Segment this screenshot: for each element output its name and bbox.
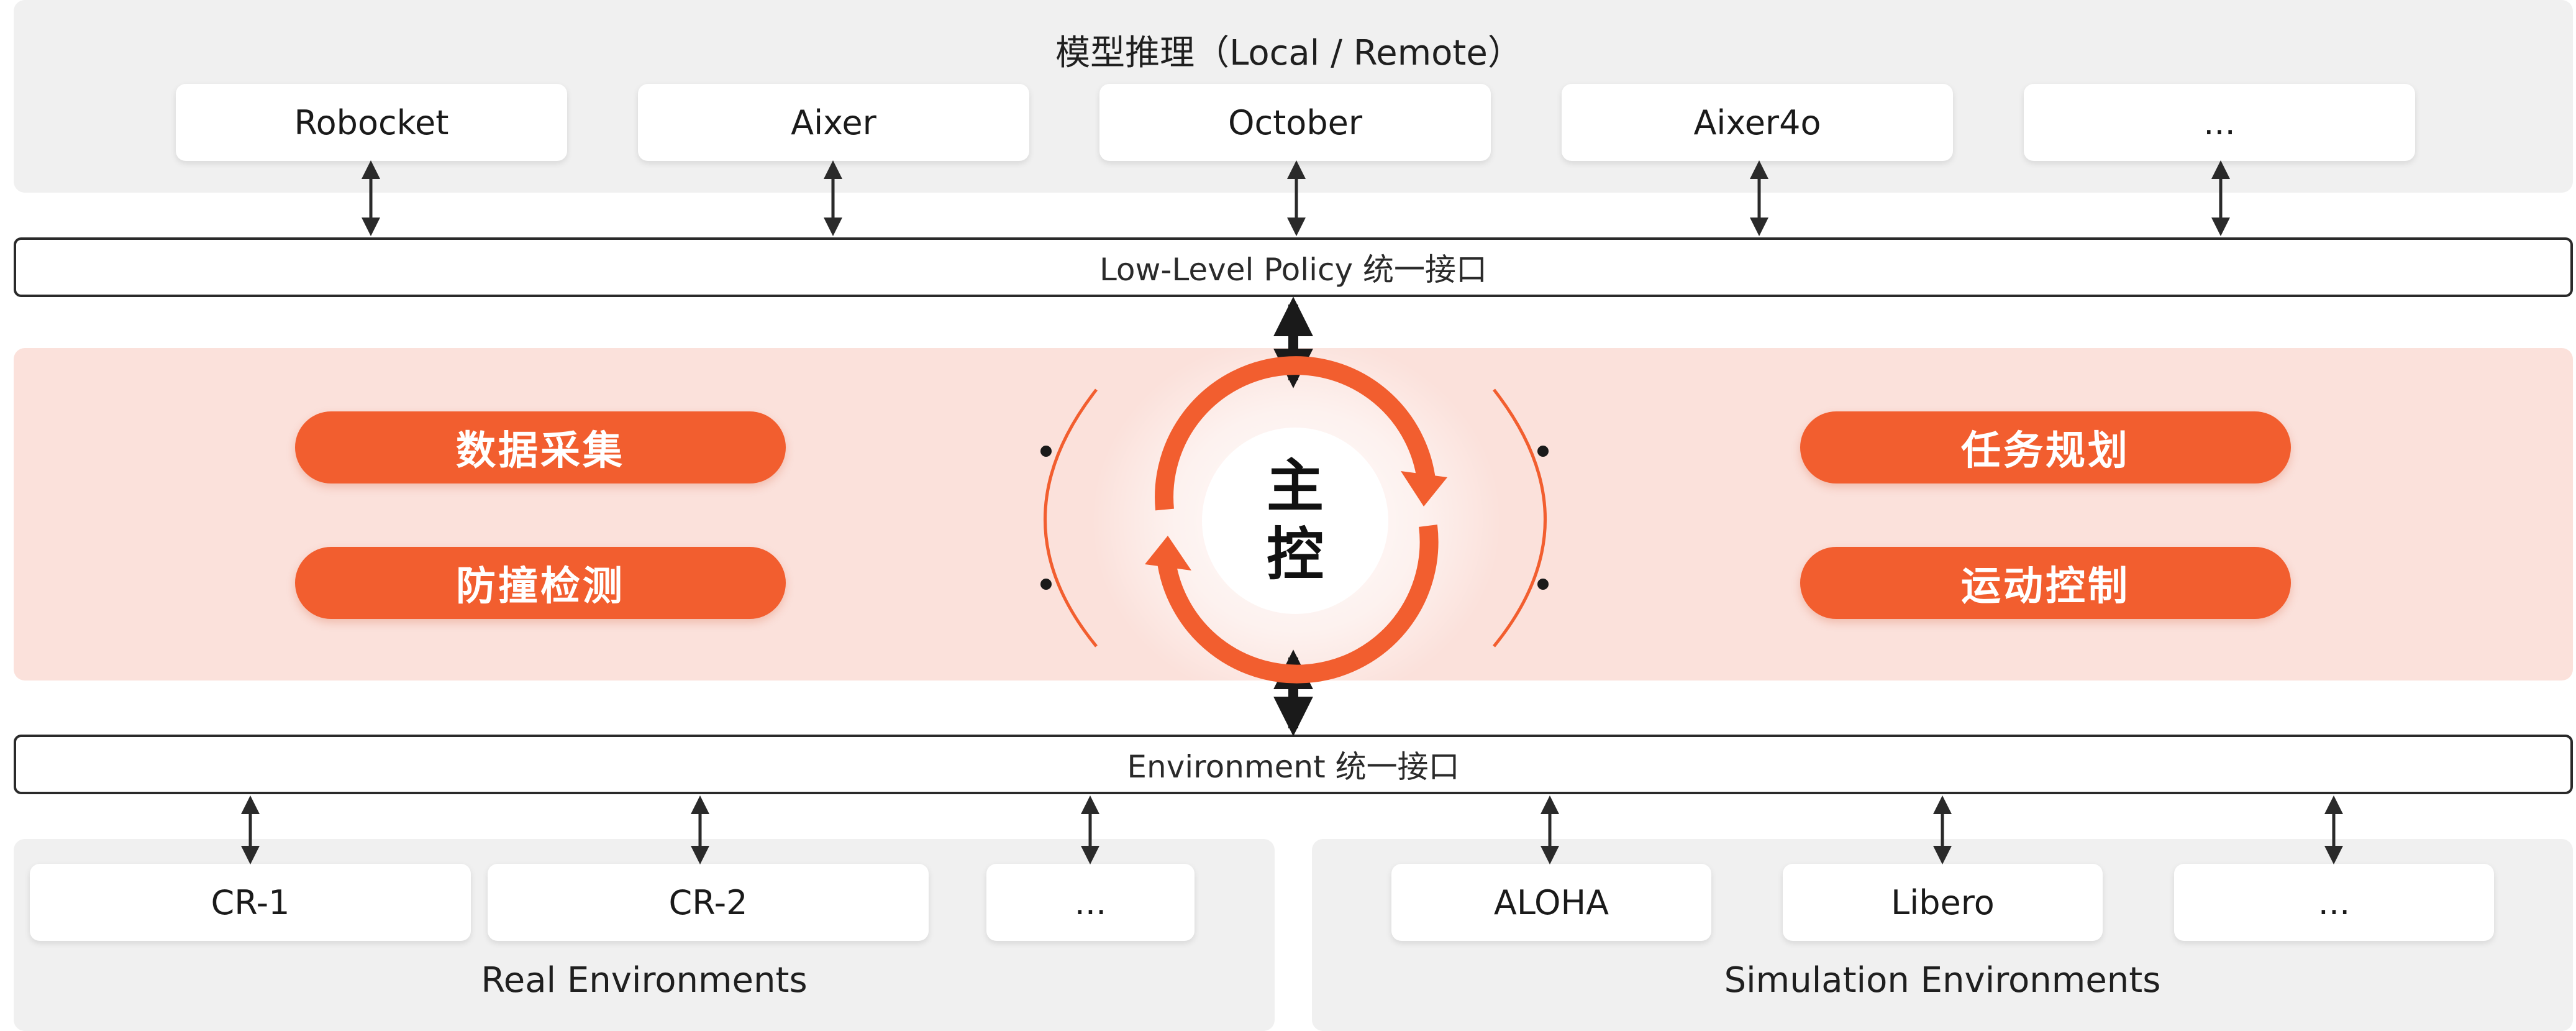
- cycle-arrow-lower: [1157, 525, 1439, 684]
- left-bracket-dot: [1040, 579, 1052, 590]
- module-data-collection[interactable]: 数据采集: [295, 411, 786, 483]
- env-box-libero[interactable]: Libero: [1783, 864, 2103, 941]
- core-center-disc: [1202, 428, 1388, 614]
- core-center-label: 主 控: [1258, 452, 1332, 589]
- model-inference-title: 模型推理（Local / Remote）: [1055, 33, 1522, 73]
- model-box-aixer4o[interactable]: Aixer4o: [1562, 84, 1953, 161]
- environment-interface-bar: Environment 统一接口: [14, 735, 2573, 794]
- right-bracket-arc: [1493, 388, 1547, 648]
- left-bracket-dot: [1040, 446, 1052, 457]
- env-box-real-more[interactable]: ...: [986, 864, 1195, 941]
- right-bracket-dot: [1537, 579, 1549, 590]
- core-char-1: 主: [1266, 453, 1324, 520]
- left-bracket-arc: [1044, 388, 1098, 648]
- cycle-arrowhead-upper: [1401, 471, 1447, 506]
- model-box-aixer[interactable]: Aixer: [638, 84, 1029, 161]
- real-environments-caption: Real Environments: [481, 960, 808, 1001]
- simulation-environments-caption: Simulation Environments: [1724, 960, 2161, 1001]
- module-task-planning[interactable]: 任务规划: [1800, 411, 2291, 483]
- core-char-2: 控: [1266, 521, 1324, 588]
- right-bracket-dot: [1537, 446, 1549, 457]
- env-box-aloha[interactable]: ALOHA: [1391, 864, 1711, 941]
- model-box-robocket[interactable]: Robocket: [176, 84, 567, 161]
- cycle-arrowhead-lower: [1145, 536, 1191, 570]
- cycle-arrow-upper: [1155, 356, 1436, 511]
- module-motion-control[interactable]: 运动控制: [1800, 547, 2291, 619]
- env-box-cr1[interactable]: CR-1: [30, 864, 471, 941]
- module-collision-detection[interactable]: 防撞检测: [295, 547, 786, 619]
- env-box-cr2[interactable]: CR-2: [488, 864, 929, 941]
- model-box-october[interactable]: October: [1099, 84, 1491, 161]
- model-box-more[interactable]: ...: [2024, 84, 2415, 161]
- policy-interface-bar: Low-Level Policy 统一接口: [14, 237, 2573, 297]
- env-box-sim-more[interactable]: ...: [2174, 864, 2494, 941]
